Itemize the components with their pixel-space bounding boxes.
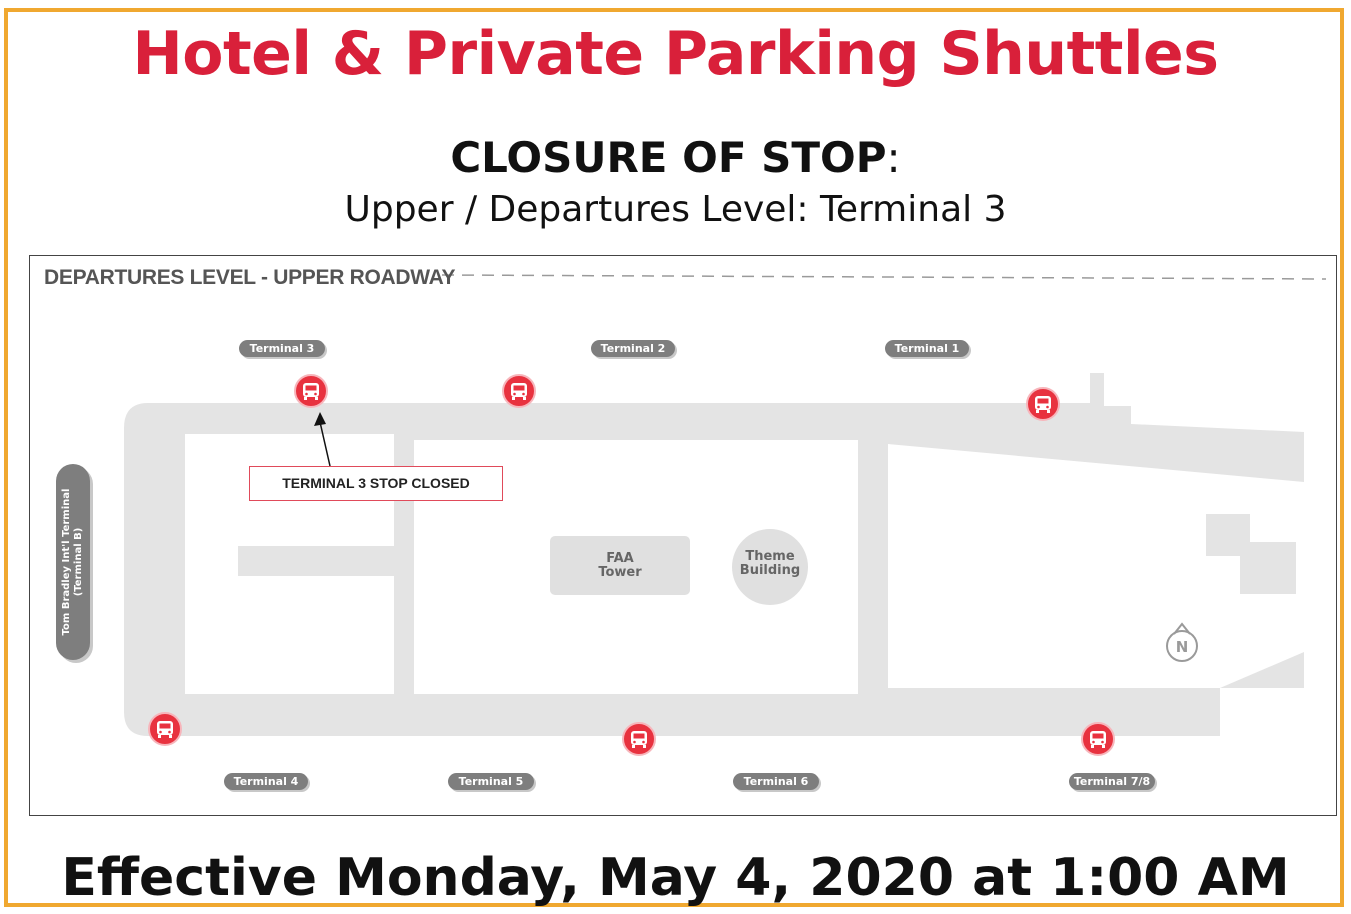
main-road-loop — [124, 373, 1304, 736]
header-dash-line — [441, 274, 1327, 280]
terminal-3-label: Terminal 3 — [239, 340, 325, 357]
map-header-label: DEPARTURES LEVEL - UPPER ROADWAY — [44, 266, 456, 289]
terminal-5-label: Terminal 5 — [448, 773, 534, 790]
map-panel: N DEPARTURES LEVEL - UPPER ROADWAY Termi… — [29, 255, 1337, 816]
bus-stop-icon-terminal-1[interactable] — [1026, 387, 1060, 421]
tom-bradley-terminal-label: Tom Bradley Int'l Terminal (Terminal B) — [56, 464, 90, 660]
faa-tower-label: FAA Tower — [570, 552, 670, 580]
terminal-7-8-label: Terminal 7/8 — [1069, 773, 1155, 790]
bus-stop-icon-terminal-2a[interactable] — [502, 374, 536, 408]
theme-building-circle — [732, 529, 808, 605]
bus-stop-icon-terminal-5-6[interactable] — [622, 722, 656, 756]
tom-bradley-line2: (Terminal B) — [73, 527, 84, 597]
road-map: N — [124, 274, 1327, 736]
level-line: Upper / Departures Level: Terminal 3 — [344, 189, 1007, 230]
poster-frame — [4, 8, 1344, 907]
closed-stop-arrowhead — [314, 412, 326, 426]
terminal-1-label: Terminal 1 — [885, 340, 969, 357]
bus-stop-icon-terminal-4[interactable] — [148, 712, 182, 746]
terminal-2-label: Terminal 2 — [591, 340, 675, 357]
closed-stop-arrow-line — [319, 421, 331, 467]
faa-tower-line2: Tower — [598, 565, 642, 580]
closure-heading: CLOSURE OF STOP: — [0, 130, 1351, 186]
faa-tower-block — [550, 536, 690, 595]
bus-stop-icon-terminal-3[interactable] — [294, 374, 328, 408]
north-compass-icon: N — [1166, 622, 1198, 662]
closure-colon: : — [886, 133, 901, 182]
tom-bradley-text: Tom Bradley Int'l Terminal (Terminal B) — [61, 489, 85, 636]
theme-building-line2: Building — [739, 563, 801, 578]
theme-building-label: Theme Building — [730, 550, 810, 578]
terminal-4-label: Terminal 4 — [224, 773, 308, 790]
bus-stop-icon-terminal-7-8[interactable] — [1081, 722, 1115, 756]
poster-title: Hotel & Private Parking Shuttles — [132, 19, 1219, 89]
building-right — [1206, 514, 1296, 594]
roadway — [124, 373, 1304, 736]
north-label: N — [1176, 638, 1189, 656]
faa-tower-line1: FAA — [606, 551, 634, 566]
terminal-3-closed-callout: TERMINAL 3 STOP CLOSED — [249, 466, 503, 501]
terminal-6-label: Terminal 6 — [733, 773, 819, 790]
effective-date: Effective Monday, May 4, 2020 at 1:00 AM — [61, 848, 1290, 908]
closure-heading-text: CLOSURE OF STOP — [450, 133, 887, 182]
tom-bradley-line1: Tom Bradley Int'l Terminal — [61, 488, 72, 636]
theme-building-line1: Theme — [745, 549, 795, 564]
